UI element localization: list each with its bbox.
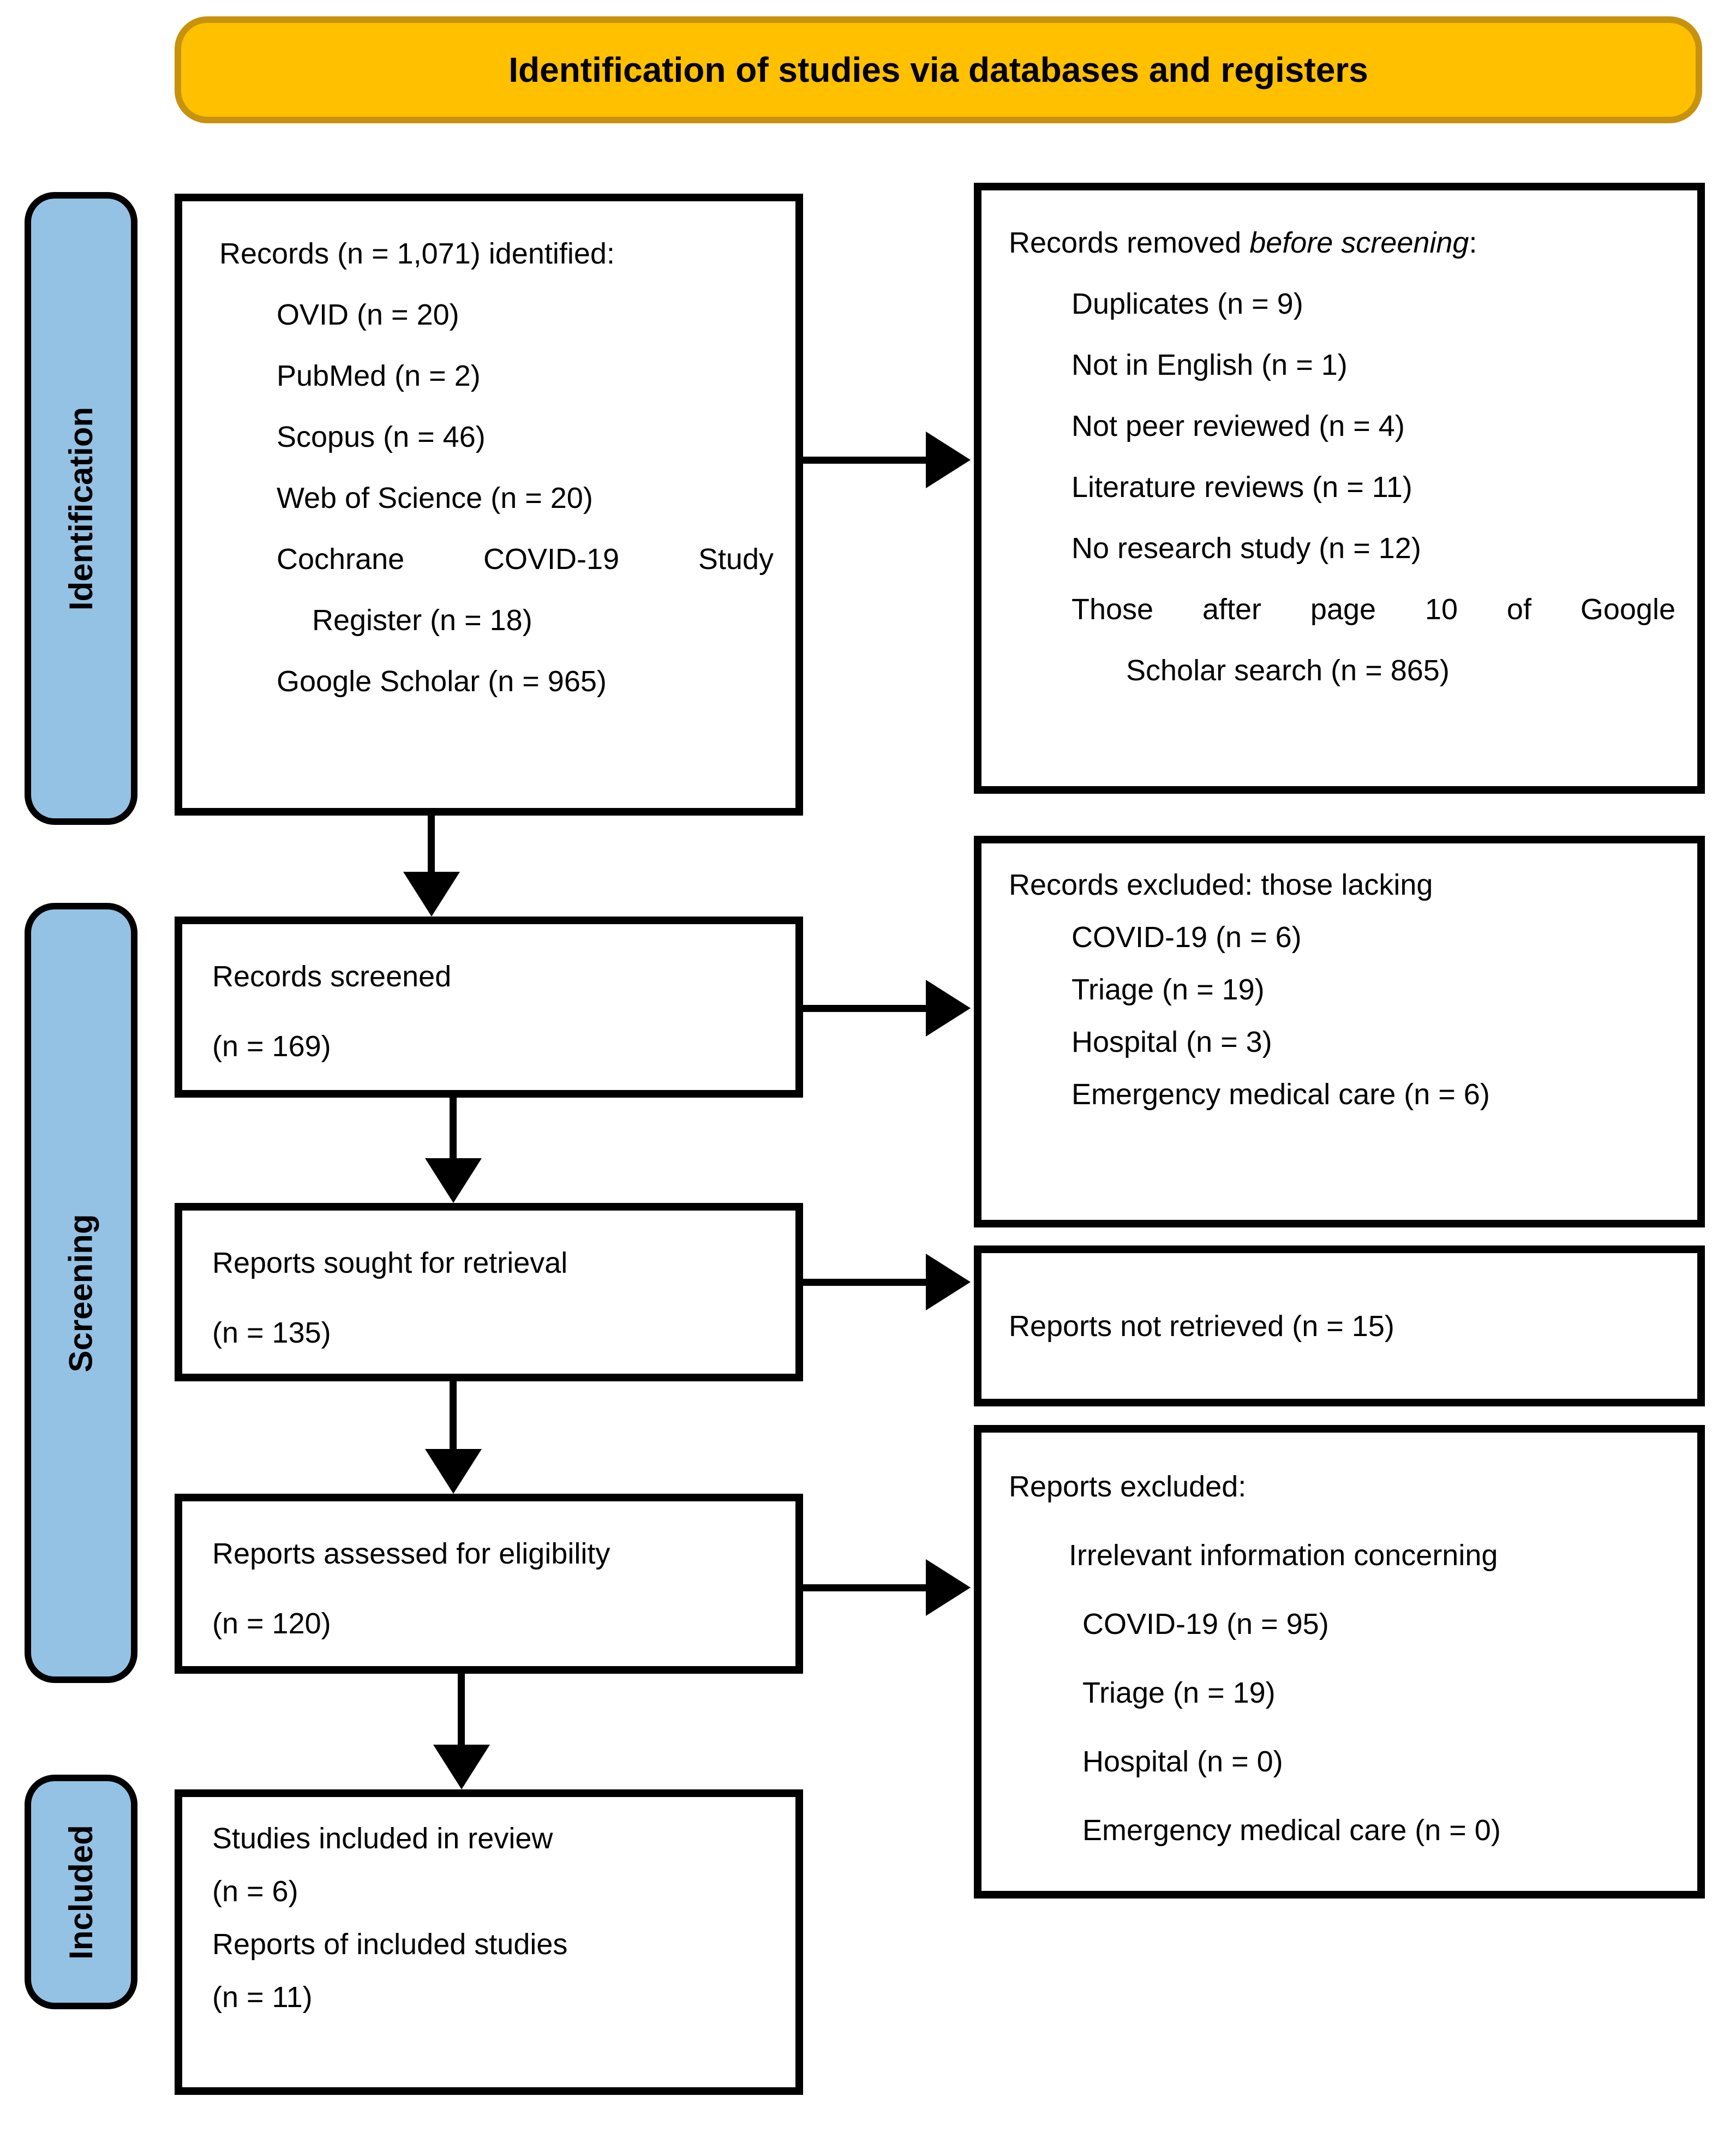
arrow-identified-to-removed	[803, 457, 926, 464]
records-identified-box: Records (n = 1,071) identified: OVID (n …	[175, 194, 803, 816]
arrow-down-icon	[433, 1745, 490, 1789]
studies-included-box: Studies included in review (n = 6) Repor…	[175, 1789, 803, 2095]
reports-not-retrieved-box: Reports not retrieved (n = 15)	[974, 1245, 1705, 1406]
records-excluded-box: Records excluded: those lacking COVID-19…	[974, 836, 1705, 1227]
reports-assessed-count: (n = 120)	[212, 1607, 331, 1640]
rec-excluded-emergency: Emergency medical care (n = 6)	[1071, 1078, 1490, 1111]
arrow-screened-to-sought	[450, 1098, 457, 1158]
stage-identification: Identification	[25, 192, 137, 825]
reports-included-line: Reports of included studies	[212, 1928, 568, 1961]
records-screened-title: Records screened	[212, 960, 452, 993]
stage-identification-label: Identification	[63, 406, 99, 610]
source-ovid: OVID (n = 20)	[277, 298, 459, 331]
records-removed-title: Records removed before screening:	[1009, 226, 1477, 259]
source-cochrane-register: Register (n = 18)	[312, 604, 532, 637]
removed-after-page-10: Those after page 10 of Google	[1071, 593, 1675, 626]
arrow-identified-to-screened	[428, 816, 435, 872]
rec-excluded-hospital: Hospital (n = 3)	[1071, 1026, 1272, 1058]
source-pubmed: PubMed (n = 2)	[277, 360, 481, 392]
records-removed-title-italic: before screening	[1249, 226, 1469, 259]
source-web-of-science: Web of Science (n = 20)	[277, 482, 593, 514]
source-google-scholar: Google Scholar (n = 965)	[277, 665, 607, 698]
removed-not-english: Not in English (n = 1)	[1071, 349, 1348, 381]
source-cochrane: Cochrane COVID-19 Study	[277, 543, 774, 576]
records-screened-count: (n = 169)	[212, 1030, 331, 1063]
removed-duplicates: Duplicates (n = 9)	[1071, 288, 1303, 320]
rec-excluded-triage: Triage (n = 19)	[1071, 973, 1265, 1006]
studies-included-count: (n = 6)	[212, 1875, 298, 1908]
records-screened-box: Records screened (n = 169)	[175, 917, 803, 1098]
reports-sought-box: Reports sought for retrieval (n = 135)	[175, 1203, 803, 1381]
arrow-sought-to-not-retrieved	[803, 1279, 926, 1286]
stage-included-label: Included	[63, 1824, 99, 1960]
reports-sought-count: (n = 135)	[212, 1316, 331, 1349]
banner: Identification of studies via databases …	[175, 16, 1702, 123]
reports-excluded-title: Reports excluded:	[1009, 1470, 1247, 1503]
arrow-assessed-to-included	[458, 1674, 465, 1745]
arrow-right-icon	[926, 432, 971, 488]
arrow-right-icon	[926, 1254, 971, 1310]
records-removed-box: Records removed before screening: Duplic…	[974, 183, 1705, 794]
stage-screening-label: Screening	[63, 1213, 100, 1373]
source-scopus: Scopus (n = 46)	[277, 421, 486, 453]
reports-included-count: (n = 11)	[212, 1981, 313, 2014]
stage-screening: Screening	[25, 903, 137, 1683]
records-identified-title: Records (n = 1,071) identified:	[219, 237, 615, 270]
reports-sought-title: Reports sought for retrieval	[212, 1247, 568, 1279]
reports-assessed-title: Reports assessed for eligibility	[212, 1537, 610, 1570]
stage-included: Included	[25, 1775, 137, 2009]
arrow-down-icon	[425, 1449, 482, 1494]
reports-not-retrieved-title: Reports not retrieved (n = 15)	[1009, 1309, 1394, 1343]
removed-after-page-10-cont: Scholar search (n = 865)	[1126, 654, 1450, 687]
arrow-down-icon	[403, 872, 460, 917]
records-excluded-title: Records excluded: those lacking	[1009, 869, 1433, 901]
banner-title: Identification of studies via databases …	[508, 50, 1368, 89]
rep-excluded-covid: COVID-19 (n = 95)	[1082, 1608, 1329, 1640]
rep-excluded-triage: Triage (n = 19)	[1082, 1676, 1276, 1709]
arrow-assessed-to-excluded	[803, 1584, 926, 1591]
arrow-sought-to-assessed	[450, 1381, 457, 1449]
studies-included-line: Studies included in review	[212, 1822, 553, 1855]
removed-not-peer-reviewed: Not peer reviewed (n = 4)	[1071, 410, 1405, 442]
rep-excluded-emergency: Emergency medical care (n = 0)	[1082, 1814, 1501, 1847]
arrow-right-icon	[926, 980, 971, 1037]
removed-literature-reviews: Literature reviews (n = 11)	[1071, 471, 1412, 504]
arrow-right-icon	[926, 1559, 971, 1616]
arrow-down-icon	[425, 1158, 482, 1203]
arrow-screened-to-excluded	[803, 1005, 926, 1012]
rep-excluded-hospital: Hospital (n = 0)	[1082, 1745, 1283, 1778]
reports-assessed-box: Reports assessed for eligibility (n = 12…	[175, 1494, 803, 1674]
removed-no-research-study: No research study (n = 12)	[1071, 532, 1421, 565]
reports-excluded-subtitle: Irrelevant information concerning	[1069, 1539, 1498, 1572]
reports-excluded-box: Reports excluded: Irrelevant information…	[974, 1425, 1705, 1899]
rec-excluded-covid: COVID-19 (n = 6)	[1071, 921, 1302, 954]
